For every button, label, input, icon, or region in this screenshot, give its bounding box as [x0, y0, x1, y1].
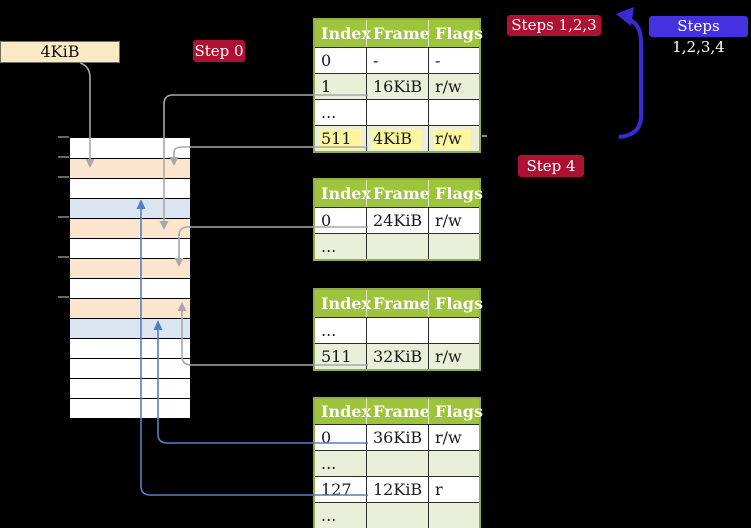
- highlighted-value: 4KiB: [371, 128, 422, 149]
- table-cell: r: [428, 477, 479, 502]
- arrow-steps-bracket-head: [616, 7, 634, 26]
- table-row: ...: [315, 450, 479, 476]
- table-cell: r/w: [428, 425, 479, 450]
- table-cell: ...: [321, 237, 337, 256]
- memory-row-12-white: [70, 358, 190, 378]
- table-cell: 511: [321, 347, 352, 366]
- table-row: ...: [315, 233, 479, 259]
- arrow-steps-bracket: [618, 18, 643, 139]
- table-row: ...: [315, 317, 479, 343]
- memory-row-8-white: [70, 278, 190, 298]
- table-row: 0 --: [315, 47, 479, 73]
- table-cell: r/w: [428, 344, 479, 369]
- table-cell: [428, 100, 479, 125]
- memory-row-4-blue: [70, 198, 190, 218]
- column-header-index: Index: [321, 294, 372, 313]
- table-cell: 0: [321, 51, 332, 70]
- table-cell: [428, 234, 479, 259]
- table-cell: r/w: [428, 208, 479, 233]
- table-cell: ...: [321, 321, 337, 340]
- memory-row-7-orange: [70, 258, 190, 278]
- highlighted-value: r/w: [433, 128, 471, 149]
- memory-row-14-white: [70, 398, 190, 418]
- memory-row-3-white: [70, 178, 190, 198]
- table-cell: [366, 234, 428, 259]
- column-header-flags: Flags: [428, 290, 483, 317]
- page-size-label: 4KiB: [0, 41, 120, 63]
- table-cell: r/w: [428, 74, 479, 99]
- column-header-flags: Flags: [428, 399, 483, 424]
- column-header-frame: Frame: [366, 180, 430, 207]
- table-cell: [366, 503, 428, 528]
- table-cell: 16KiB: [366, 74, 428, 99]
- memory-row-5-orange: [70, 218, 190, 238]
- memory-row-2-orange: [70, 158, 190, 178]
- column-header-flags: Flags: [428, 180, 483, 207]
- memory-row-1-white: [70, 138, 190, 158]
- table-cell: 1: [321, 77, 332, 96]
- column-header-index: Index: [321, 24, 372, 43]
- table-cell: 0: [321, 211, 332, 230]
- column-header-frame: Frame: [366, 290, 430, 317]
- memory-strip: [69, 137, 191, 419]
- table-cell: ...: [321, 506, 337, 525]
- table-cell: [366, 318, 428, 343]
- step-0-badge: Step 0: [193, 40, 245, 62]
- memory-row-10-blue: [70, 318, 190, 338]
- table-cell: [428, 503, 479, 528]
- table-cell: 32KiB: [366, 344, 428, 369]
- steps-1234-badge: Steps 1,2,3,4: [649, 16, 748, 56]
- memory-row-9-orange: [70, 298, 190, 318]
- table-cell: [428, 318, 479, 343]
- table-cell: ...: [321, 454, 337, 473]
- memory-row-6-white: [70, 238, 190, 258]
- table-cell: [366, 100, 428, 125]
- column-header-flags: Flags: [428, 20, 483, 47]
- column-header-frame: Frame: [366, 20, 430, 47]
- table-cell: 12KiB: [366, 477, 428, 502]
- table-cell: 36KiB: [366, 425, 428, 450]
- memory-row-11-white: [70, 338, 190, 358]
- table-cell: ...: [321, 103, 337, 122]
- table-cell: 24KiB: [366, 208, 428, 233]
- table-cell: -: [428, 48, 479, 73]
- table-cell: 4KiB: [366, 126, 428, 151]
- steps-123-badge: Steps 1,2,3: [507, 15, 601, 36]
- table-row: 511 4KiB r/w: [315, 125, 479, 151]
- table-cell: [366, 451, 428, 476]
- table-cell: 511: [315, 126, 366, 151]
- column-header-index: Index: [321, 184, 372, 203]
- column-header-frame: Frame: [366, 399, 430, 424]
- table-cell: r/w: [428, 126, 479, 151]
- table-row: ...: [315, 99, 479, 125]
- step-4-badge: Step 4: [518, 155, 584, 177]
- table-cell: [428, 451, 479, 476]
- column-header-index: Index: [321, 402, 372, 421]
- table-cell: 0: [321, 428, 332, 447]
- table-row: ...: [315, 502, 479, 528]
- table-cell: 127: [321, 480, 352, 499]
- table-cell: -: [366, 48, 428, 73]
- highlighted-value: 511: [319, 128, 361, 149]
- memory-row-13-white: [70, 378, 190, 398]
